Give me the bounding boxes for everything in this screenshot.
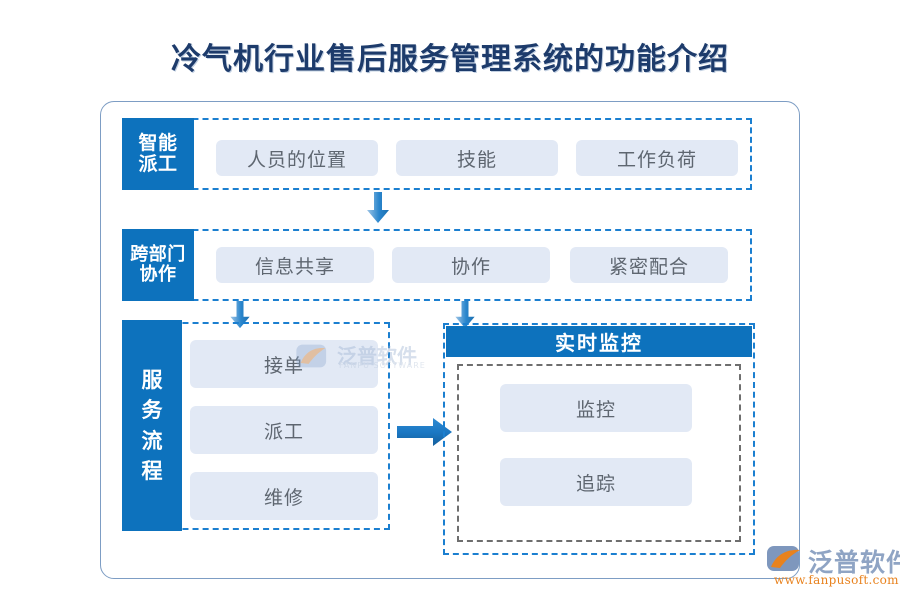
chip-info-sharing[interactable]: 信息共享 (216, 247, 374, 283)
fanpu-logo-mark-icon (767, 546, 800, 571)
monitor-group (443, 323, 755, 555)
row-dispatch-label-line1: 智能 (138, 131, 178, 154)
service-flow-label-char2: 务 (141, 397, 163, 423)
service-flow-label-char3: 流 (141, 427, 163, 453)
chip-tracking[interactable]: 追踪 (500, 458, 692, 506)
chip-dispatch[interactable]: 派工 (190, 406, 378, 454)
monitor-header: 实时监控 (446, 326, 752, 357)
row-crossdept-label-line2: 协作 (139, 264, 177, 285)
arrow-crossdept-to-monitor-icon (455, 301, 475, 329)
row-crossdept-label-line1: 跨部门 (130, 243, 186, 265)
fanpu-logo-brand: 泛普软件 (808, 548, 900, 577)
arrow-serviceflow-to-monitor-icon (397, 418, 452, 446)
service-flow-label: 服 务 流 程 (122, 320, 182, 531)
fanpu-corner-logo: 泛普软件 www.fanpusoft.com (764, 543, 900, 589)
page-title: 冷气机行业售后服务管理系统的功能介绍 (171, 42, 729, 77)
service-flow-label-char4: 程 (141, 457, 163, 483)
chip-workload[interactable]: 工作负荷 (576, 140, 738, 176)
arrow-dispatch-to-crossdept-icon (367, 192, 389, 223)
chip-order-intake[interactable]: 接单 (190, 340, 378, 388)
chip-monitoring[interactable]: 监控 (500, 384, 692, 432)
chip-staff-location[interactable]: 人员的位置 (216, 140, 378, 176)
row-crossdept-label: 跨部门 协作 (122, 229, 194, 301)
chip-collaboration[interactable]: 协作 (392, 247, 550, 283)
service-flow-label-char1: 服 (141, 366, 163, 392)
arrow-crossdept-to-serviceflow-icon (230, 301, 250, 329)
chip-skill[interactable]: 技能 (396, 140, 558, 176)
fanpu-logo-url: www.fanpusoft.com (774, 573, 899, 587)
monitor-inner-box (457, 364, 741, 542)
chip-close-cooperation[interactable]: 紧密配合 (570, 247, 728, 283)
row-dispatch-label-line2: 派工 (138, 153, 178, 175)
chip-repair[interactable]: 维修 (190, 472, 378, 520)
row-dispatch-label: 智能 派工 (122, 118, 194, 190)
